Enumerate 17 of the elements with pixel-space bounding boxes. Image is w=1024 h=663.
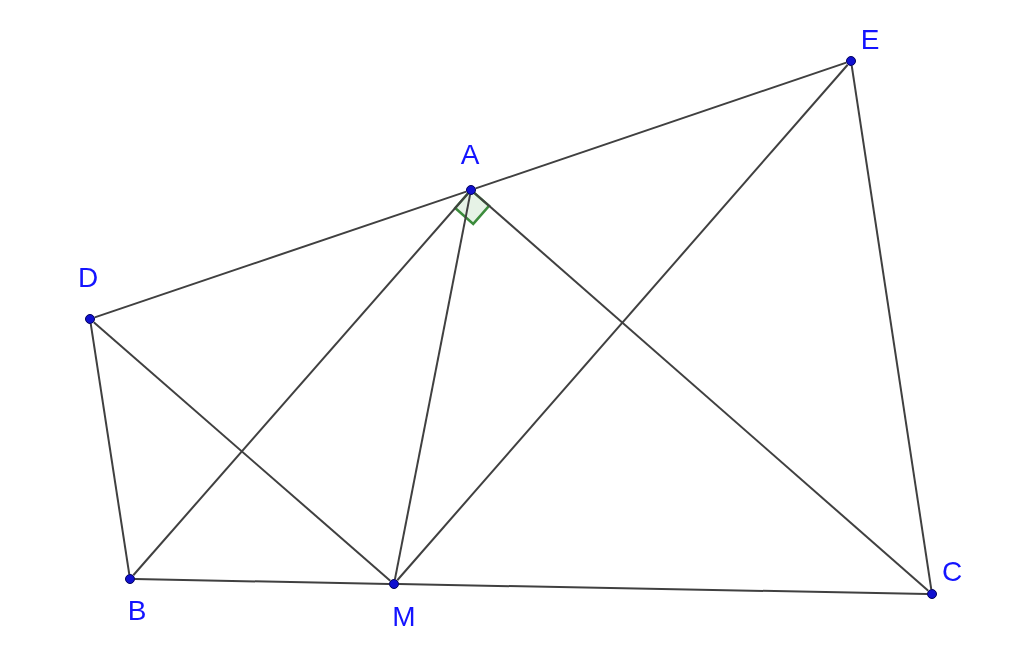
line-segment: [89, 322, 131, 576]
line-segment: [473, 192, 930, 592]
line-segment: [396, 63, 849, 582]
point-label: E: [860, 26, 880, 54]
point-label: C: [941, 558, 963, 586]
point-label: A: [460, 141, 480, 169]
point-label: D: [77, 264, 99, 292]
line-segment: [393, 193, 472, 581]
line-segment: [134, 578, 390, 585]
point-label: M: [392, 603, 416, 631]
line-segment: [398, 583, 928, 595]
point-label: B: [127, 597, 147, 625]
line-segment: [132, 192, 469, 577]
line-segment: [850, 64, 933, 591]
line-segment: [92, 321, 392, 582]
line-segment: [474, 61, 848, 190]
line-segment: [93, 190, 468, 319]
